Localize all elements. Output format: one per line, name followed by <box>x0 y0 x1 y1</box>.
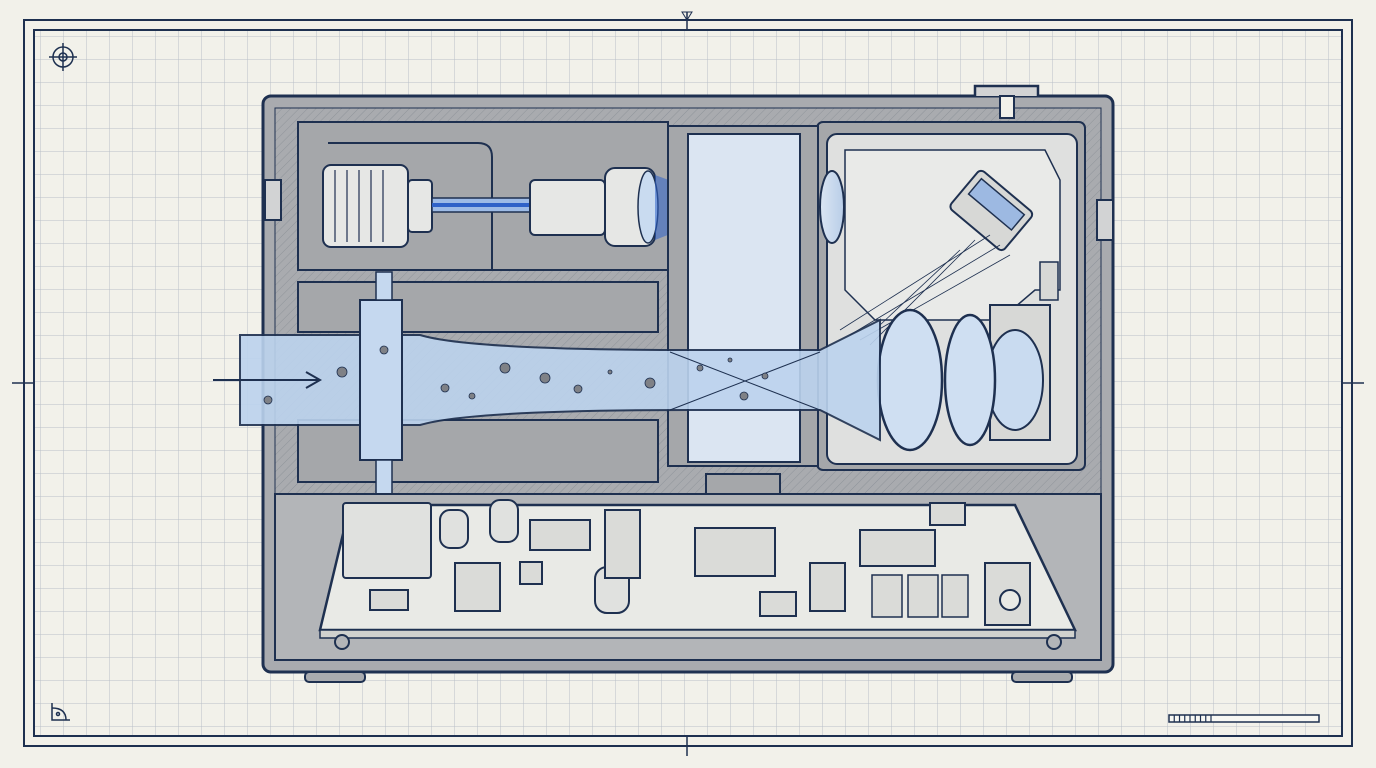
ic-chip <box>604 509 641 579</box>
compass-protractor-icon <box>51 703 70 721</box>
laser-heatsink <box>322 164 409 248</box>
pin-headers <box>871 574 969 618</box>
crosshair-target-icon <box>49 43 77 71</box>
scatter-cross <box>669 351 821 411</box>
ethernet-jack <box>342 502 432 579</box>
collection-lens-2 <box>943 313 997 447</box>
sample-flow-channel <box>213 271 881 497</box>
top-port <box>973 84 1040 96</box>
capacitor <box>489 499 519 543</box>
ic-chip <box>859 529 936 567</box>
scale-bar-track <box>1168 714 1320 723</box>
particles <box>263 345 769 405</box>
foot-right <box>1011 671 1073 683</box>
capacitor <box>439 509 469 549</box>
laser-diode <box>407 179 433 233</box>
circuit-board <box>274 493 1102 661</box>
ic-chip <box>454 562 501 612</box>
ic-chip <box>529 519 591 551</box>
measurement-cell <box>667 125 819 497</box>
scale-bar <box>1168 714 1320 723</box>
collection-lens-1 <box>876 308 944 452</box>
inlet-filter <box>359 299 403 461</box>
microcontroller <box>694 527 776 577</box>
light-source-chamber <box>297 121 669 271</box>
foot-left <box>304 671 366 683</box>
beam-lens <box>819 170 845 244</box>
relay <box>809 562 846 612</box>
photodetector <box>949 169 1034 252</box>
arrow-right-icon <box>213 371 323 389</box>
optics-chamber <box>816 121 1086 471</box>
collimator <box>529 179 606 236</box>
